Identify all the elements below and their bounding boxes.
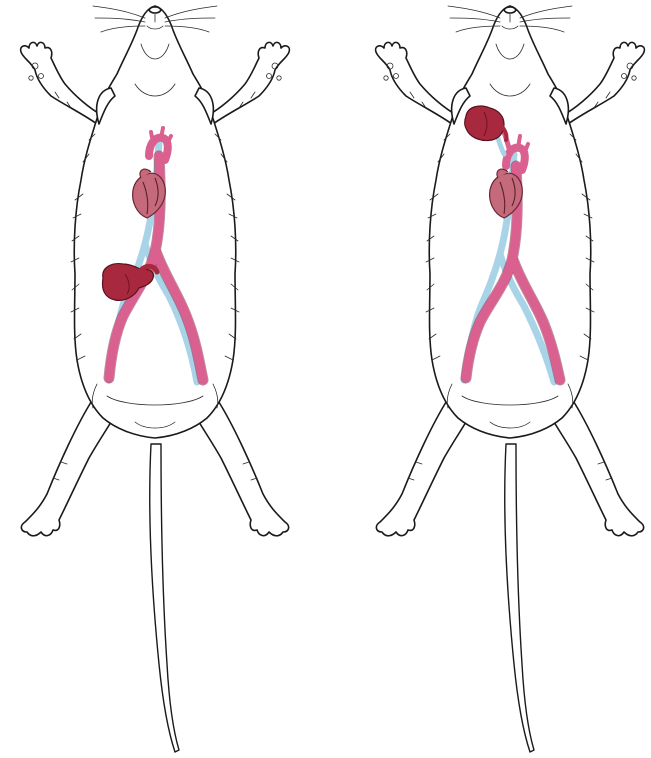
- rat-right: [376, 6, 645, 752]
- rat-left: [21, 6, 290, 752]
